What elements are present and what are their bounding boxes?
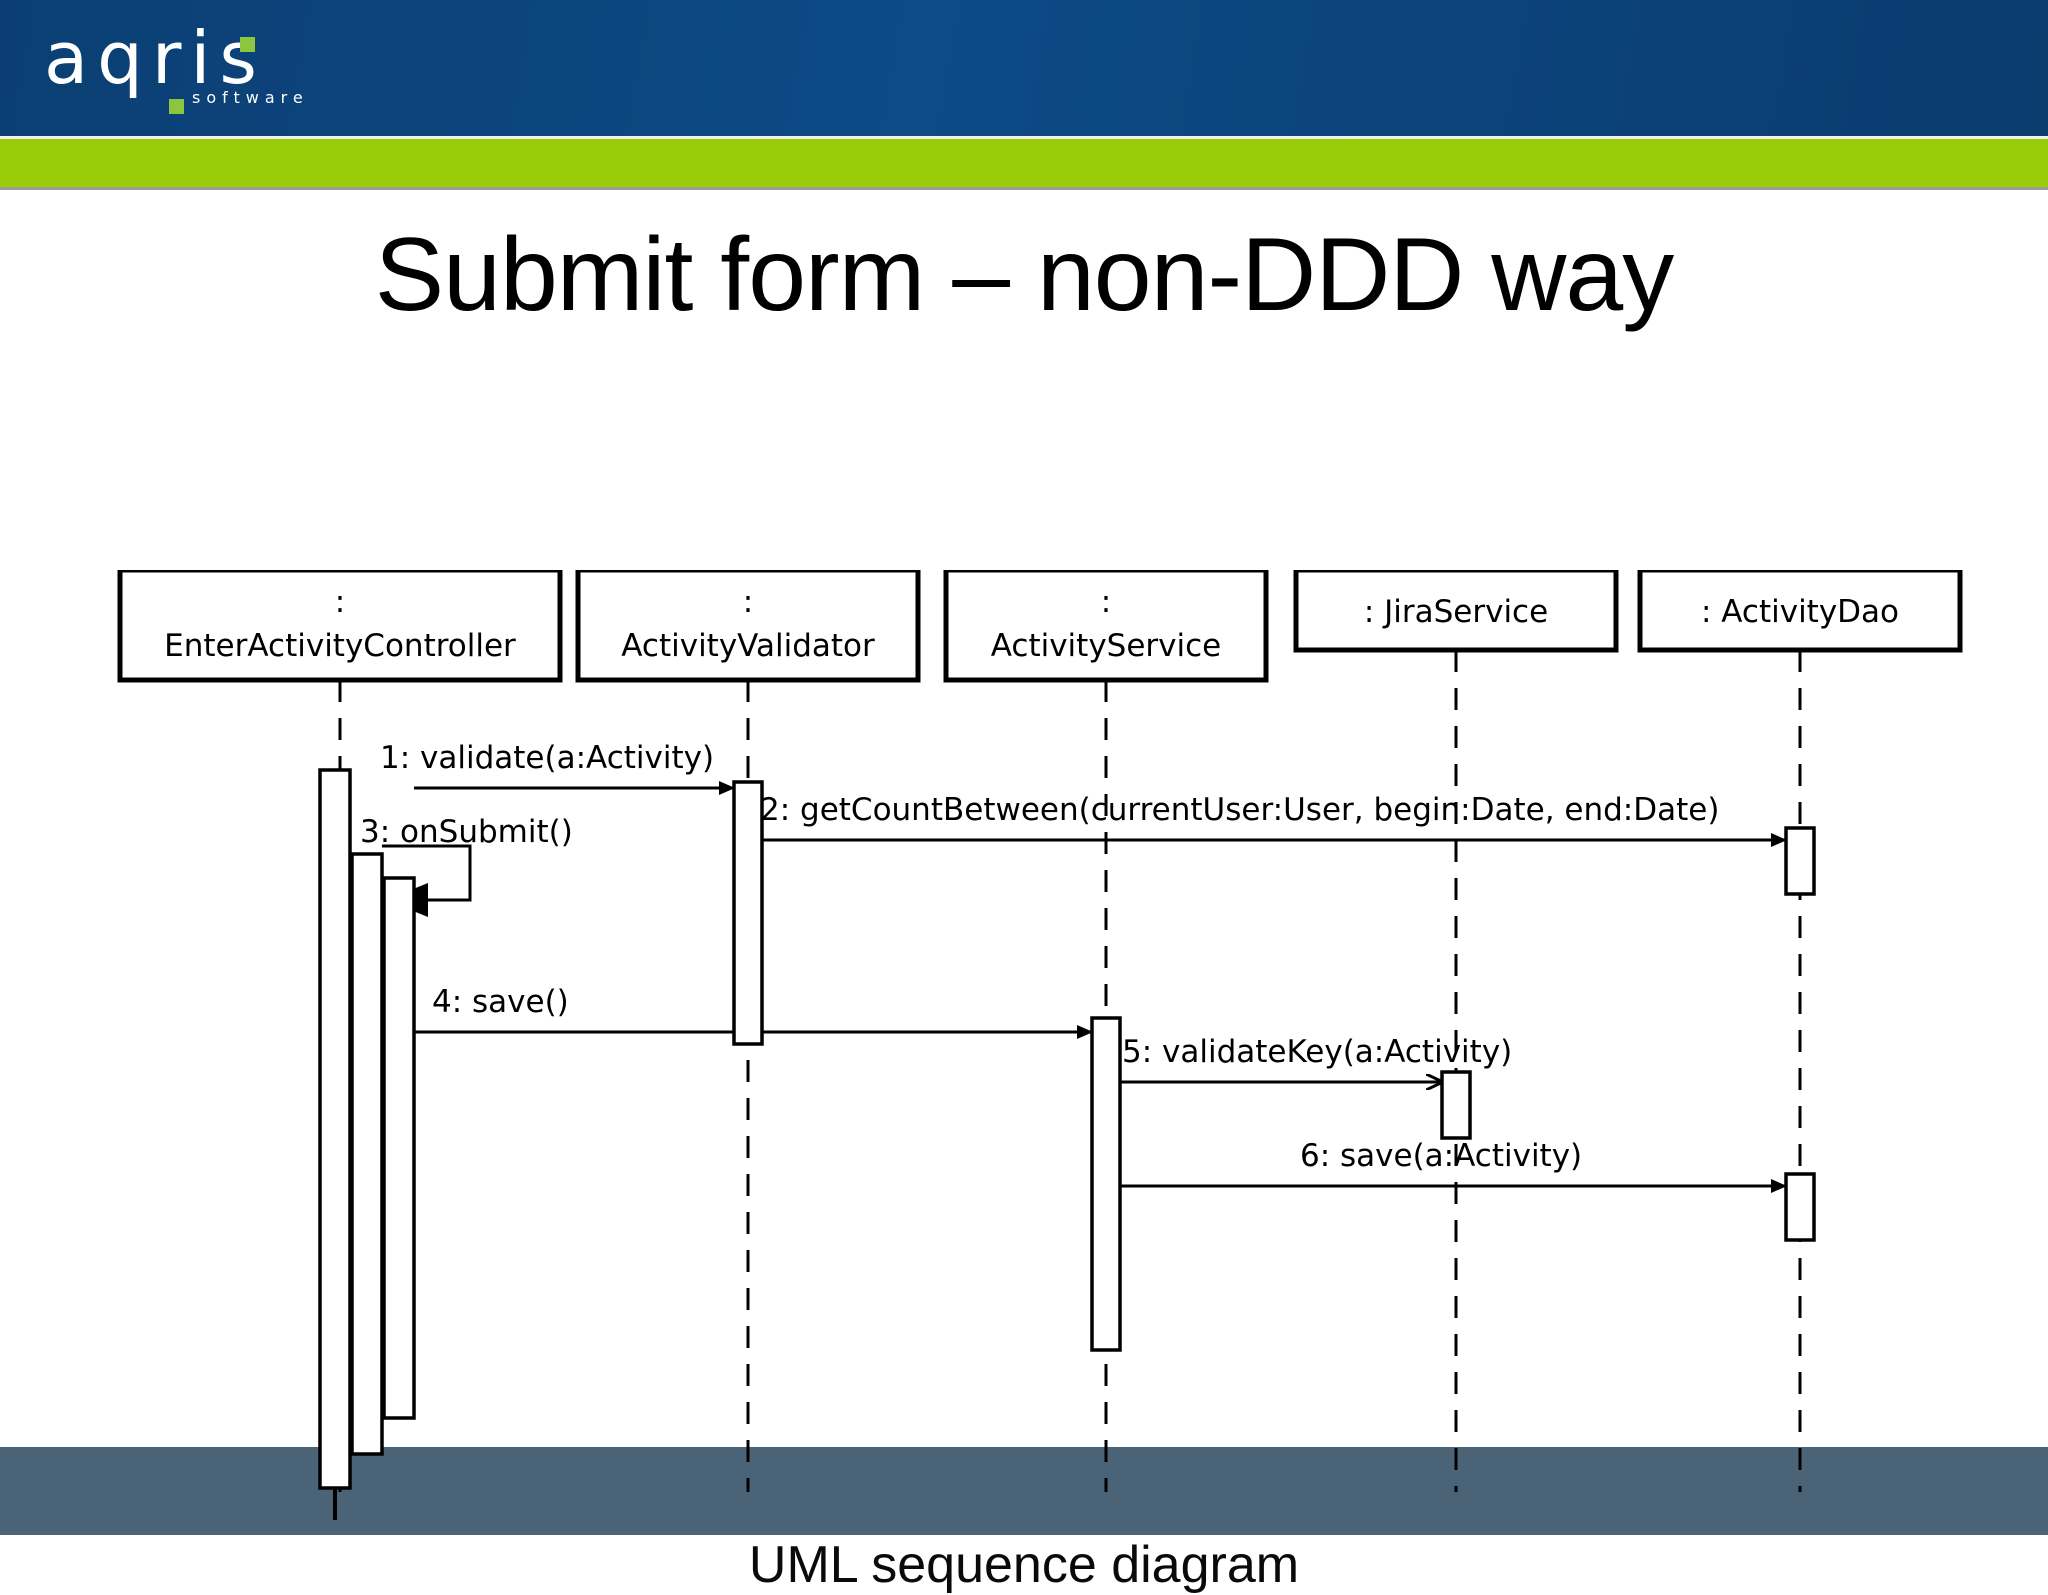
participant-class-controller: EnterActivityController xyxy=(164,628,516,664)
accent-green-band xyxy=(0,136,2048,190)
message-label-4: 4: save() xyxy=(432,984,569,1020)
participant-class-service: ActivityService xyxy=(991,628,1222,664)
participant-instance-validator: : xyxy=(743,584,753,620)
slide-header-band: aqris software xyxy=(0,0,2048,136)
activations-layer xyxy=(318,768,1816,1490)
participant-instance-service: : xyxy=(1101,584,1111,620)
labels-layer: 1: validate(a:Activity) 2: getCountBetwee… xyxy=(360,740,1719,1174)
participant-class-jira: : JiraService xyxy=(1364,594,1548,630)
uml-sequence-diagram: : EnterActivityController: ActivityValidat… xyxy=(0,570,2048,1520)
message-label-2: 2: getCountBetween(currentUser:User, beg… xyxy=(760,792,1719,828)
activation-service-act xyxy=(1090,1016,1122,1352)
lifelines-layer: : EnterActivityController: ActivityValidat… xyxy=(117,570,1963,1520)
logo-square-accent-top xyxy=(240,37,255,52)
participant-dao[interactable]: : ActivityDao xyxy=(1637,570,1963,653)
activation-controller-main xyxy=(318,768,352,1490)
activation-controller-self xyxy=(382,876,416,1420)
logo-square-accent-bottom xyxy=(169,99,184,114)
activation-validator-act xyxy=(732,780,764,1046)
sequence-diagram-canvas: : EnterActivityController: ActivityValidat… xyxy=(117,570,1963,1520)
participant-box-dao[interactable] xyxy=(1637,570,1963,653)
slide-body: Submit form – non-DDD way : EnterActivity… xyxy=(0,190,2048,1594)
message-self-path-3 xyxy=(382,844,472,902)
message-label-5: 5: validateKey(a:Activity) xyxy=(1122,1034,1512,1070)
participant-controller[interactable]: : EnterActivityController xyxy=(117,570,563,683)
participant-service[interactable]: : ActivityService xyxy=(943,570,1269,683)
participant-instance-controller: : xyxy=(335,584,345,620)
messages-layer xyxy=(382,781,1787,1193)
participant-class-dao: : ActivityDao xyxy=(1701,594,1899,630)
diagram-caption: UML sequence diagram xyxy=(748,1536,1300,1594)
activation-dao-act-6 xyxy=(1784,1172,1816,1242)
page-title: Submit form – non-DDD way xyxy=(374,217,1675,333)
participant-jira[interactable]: : JiraService xyxy=(1293,570,1619,653)
participant-box-validator[interactable] xyxy=(575,570,921,683)
participant-class-validator: ActivityValidator xyxy=(621,628,875,664)
aqris-logo: aqris software xyxy=(44,16,309,114)
participant-box-jira[interactable] xyxy=(1293,570,1619,653)
message-label-1: 1: validate(a:Activity) xyxy=(380,740,714,776)
participant-validator[interactable]: : ActivityValidator xyxy=(575,570,921,683)
activation-dao-act-2 xyxy=(1784,826,1816,896)
logo-subtitle: software xyxy=(192,88,309,108)
activation-jira-act xyxy=(1440,1070,1472,1140)
message-label-6: 6: save(a:Activity) xyxy=(1300,1138,1582,1174)
participant-box-service[interactable] xyxy=(943,570,1269,683)
message-label-3: 3: onSubmit() xyxy=(360,814,573,850)
logo-wordmark: aqris xyxy=(44,16,266,100)
activation-controller-nested xyxy=(350,852,384,1456)
